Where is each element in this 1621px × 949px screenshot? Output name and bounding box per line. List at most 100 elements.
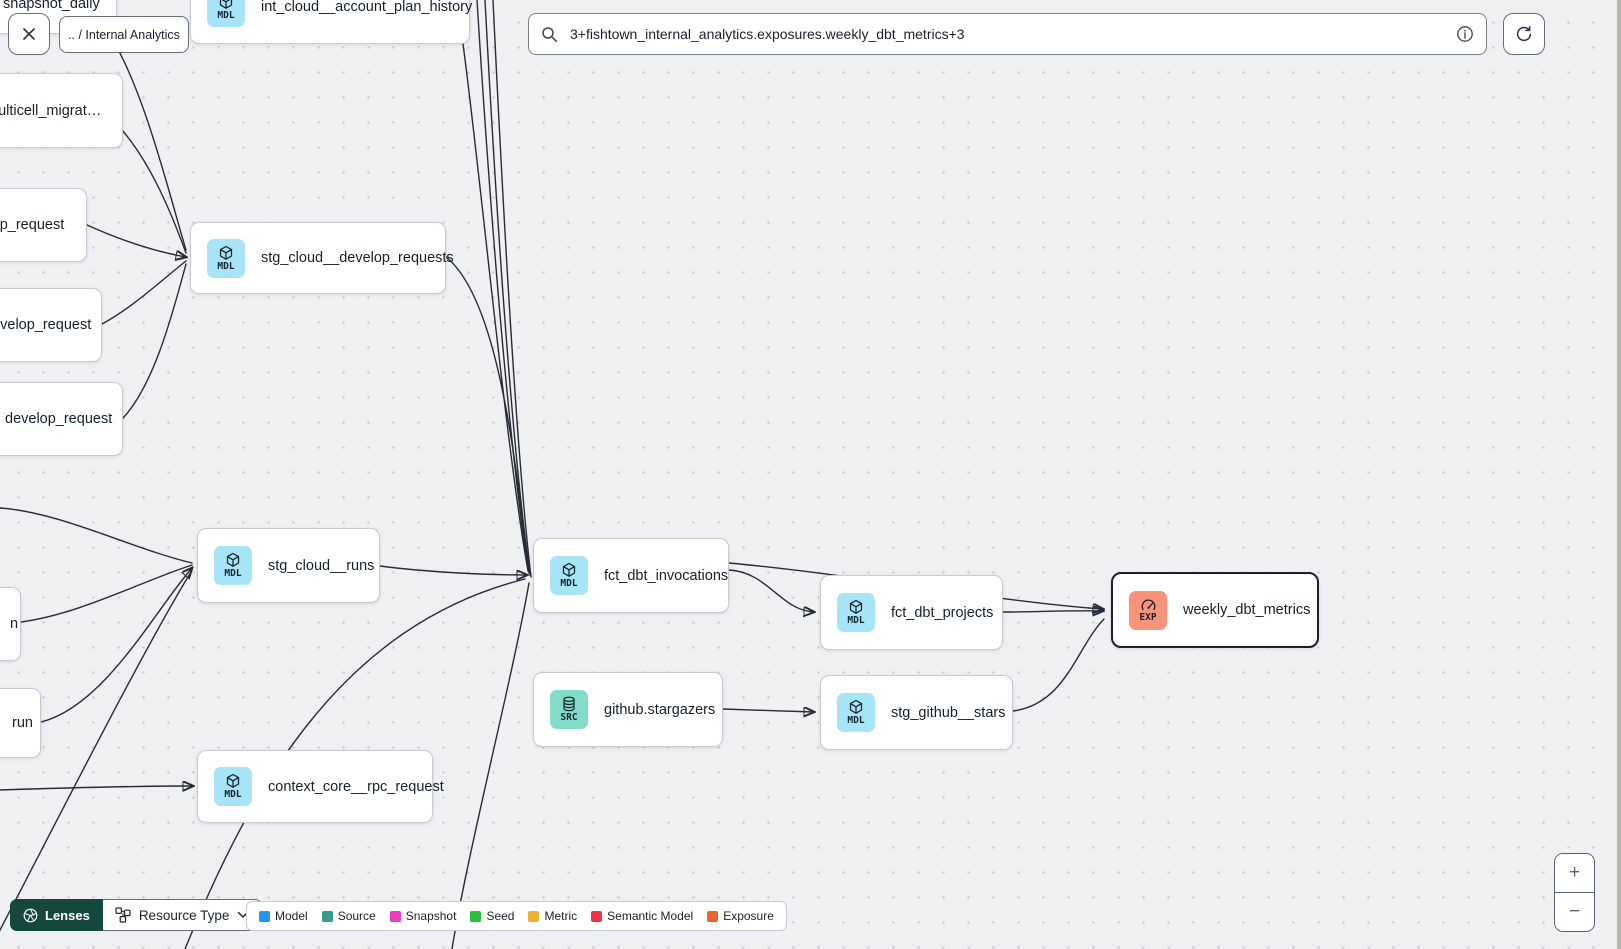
node-label: run (12, 715, 33, 731)
search-icon (542, 26, 557, 42)
legend-swatch (470, 910, 482, 922)
edge-path (451, 582, 530, 949)
search-input[interactable] (568, 25, 1446, 43)
graph-node-run_partial[interactable]: MDLrun (0, 688, 41, 758)
legend-swatch (591, 910, 603, 922)
legend-label: Model (275, 909, 308, 923)
cube-icon (219, 245, 233, 260)
node-label: snapshot_daily (3, 0, 100, 12)
legend-label: Semantic Model (607, 909, 694, 923)
legend-swatch (707, 910, 719, 922)
edge-path (0, 571, 192, 932)
legend-swatch (528, 910, 540, 922)
edge-path (379, 565, 527, 575)
edge-path (86, 224, 186, 257)
zoom-in-button[interactable]: + (1555, 854, 1594, 893)
node-label: github.stargazers (604, 701, 716, 718)
graph-node-int_cloud__account_plan_history[interactable]: MDL int_cloud__account_plan_history (190, 0, 473, 44)
close-icon (23, 28, 35, 40)
cube-icon (219, 0, 233, 9)
legend-label: Exposure (723, 909, 774, 923)
node-label: stg_cloud__develop_requests (261, 250, 454, 266)
graph-node-stg_cloud__develop_requests[interactable]: MDL stg_cloud__develop_requests (190, 222, 454, 294)
legend-item-semantic-model: Semantic Model (591, 909, 693, 923)
node-badge-label: EXP (1139, 611, 1157, 623)
legend-swatch (321, 910, 333, 922)
close-button[interactable] (8, 13, 50, 55)
info-icon[interactable] (1456, 25, 1474, 43)
node-badge-label: MDL (217, 9, 235, 21)
legend-item-snapshot: Snapshot (389, 909, 457, 923)
legend-item-seed: Seed (470, 909, 514, 923)
cube-icon (226, 774, 240, 789)
node-type-badge: MDL (207, 238, 245, 278)
graph-node-multicell_migrat[interactable]: MDLmulticell_migrat… (0, 73, 123, 148)
zoom-controls: + − (1554, 853, 1595, 932)
edge-path (0, 786, 193, 790)
node-badge-label: MDL (217, 260, 235, 272)
edge-path (121, 129, 187, 254)
node-badge-label: MDL (224, 568, 242, 580)
node-type-badge: EXP (1129, 590, 1167, 630)
zoom-out-button[interactable]: − (1555, 893, 1594, 931)
graph-node-n_partial[interactable]: MDLn (0, 587, 21, 661)
edge-path (492, 0, 532, 578)
edge-path (445, 256, 530, 573)
node-type-badge: MDL (837, 593, 875, 632)
breadcrumb[interactable]: .. / Internal Analytics (59, 16, 189, 53)
edge-path (722, 709, 814, 712)
edge-path (0, 507, 193, 564)
node-label: stg_cloud__runs (268, 557, 375, 574)
legend-item-metric: Metric (528, 909, 577, 923)
legend-label: Metric (544, 909, 578, 923)
lenses-button[interactable]: Lenses (10, 899, 103, 931)
node-type-badge: MDL (214, 546, 252, 585)
graph-node-fct_dbt_invocations[interactable]: MDL fct_dbt_invocations (533, 538, 729, 613)
node-label: fct_dbt_invocations (604, 567, 729, 584)
refresh-button[interactable] (1503, 13, 1545, 55)
minus-icon: − (1568, 901, 1581, 922)
gauge-icon (1141, 599, 1155, 610)
graph-node-develop_request[interactable]: MDLdevelop_request (0, 382, 123, 456)
graph-node-velop_request[interactable]: MDLdevelop_request (0, 288, 102, 362)
node-label: develop_request (0, 217, 65, 233)
node-type-badge: MDL (550, 556, 588, 595)
legend-label: Snapshot (405, 909, 457, 923)
edge-path (462, 43, 529, 572)
node-label: develop_request (5, 411, 113, 427)
resource-type-icon (115, 907, 131, 923)
edge-path (40, 568, 192, 723)
resource-type-dropdown[interactable]: Resource Type (102, 899, 263, 931)
edge-path (101, 260, 187, 325)
legend-swatch (389, 910, 401, 922)
edge-path (122, 263, 187, 419)
graph-node-stg_cloud__runs[interactable]: MDL stg_cloud__runs (197, 528, 380, 603)
lenses-bar: Lenses Resource Type (10, 899, 263, 931)
resource-type-label: Resource Type (138, 907, 230, 923)
database-icon (563, 696, 575, 712)
cube-icon (562, 563, 576, 578)
plus-icon: + (1568, 862, 1581, 883)
refresh-icon (1516, 25, 1532, 42)
cube-icon (849, 700, 863, 715)
lenses-label: Lenses (45, 907, 90, 923)
node-type-badge: MDL (207, 0, 245, 27)
legend-item-source: Source (321, 909, 376, 923)
node-badge-label: MDL (847, 715, 865, 727)
graph-node-op_request[interactable]: MDLdevelop_request (0, 188, 87, 262)
legend-label: Source (337, 909, 376, 923)
search-bar[interactable] (528, 13, 1487, 55)
node-label: int_cloud__account_plan_history (261, 0, 473, 15)
resource-type-legend: Model Source Snapshot Seed Metric Semantic Mo… (246, 901, 787, 931)
cube-icon (849, 600, 863, 615)
node-type-badge: MDL (214, 767, 252, 806)
node-badge-label: MDL (560, 578, 578, 590)
edge-path (476, 0, 530, 574)
edge-path (728, 569, 814, 612)
